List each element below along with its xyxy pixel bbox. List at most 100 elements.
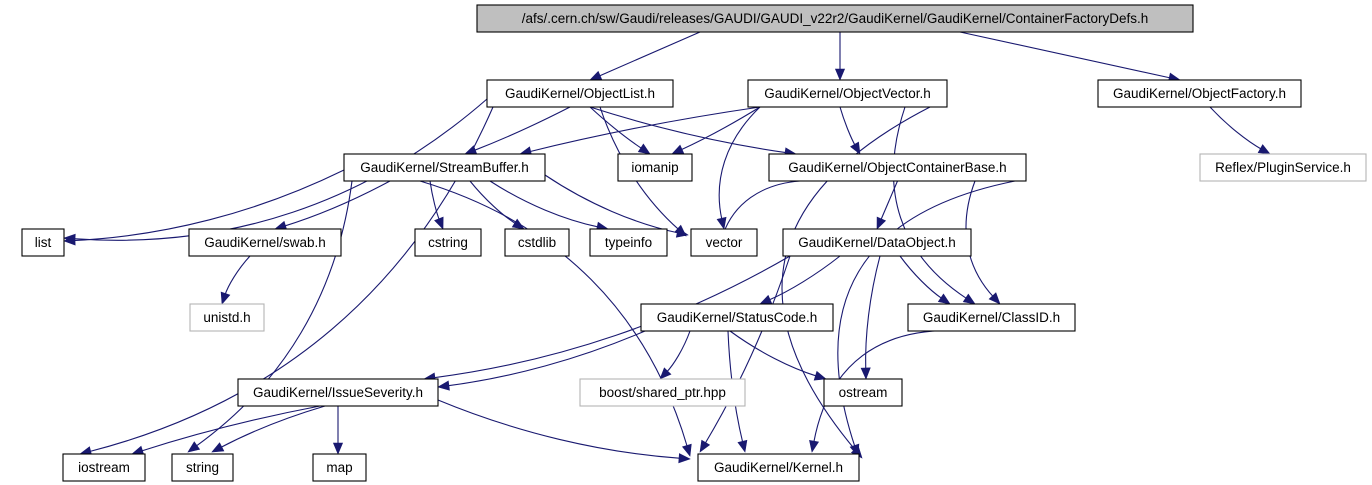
node-label: GaudiKernel/ObjectContainerBase.h: [788, 160, 1006, 175]
node-box[interactable]: [768, 153, 1027, 182]
dependency-edge: [283, 180, 391, 227]
graph-node-unistd[interactable]: unistd.h: [189, 303, 265, 332]
dependency-edge: [220, 405, 326, 449]
node-box[interactable]: [823, 378, 903, 407]
graph-node-list[interactable]: list: [21, 228, 65, 257]
graph-node-streambuffer[interactable]: GaudiKernel/StreamBuffer.h: [343, 153, 546, 182]
graph-node-root[interactable]: /afs/.cern.ch/sw/Gaudi/releases/GAUDI/GA…: [476, 4, 1194, 33]
node-label: map: [326, 460, 352, 475]
node-label: vector: [706, 235, 743, 250]
node-box[interactable]: [697, 453, 860, 482]
dependency-edge: [666, 330, 691, 373]
graph-node-objectcontainerbase[interactable]: GaudiKernel/ObjectContainerBase.h: [768, 153, 1027, 182]
dependency-arrowhead: [681, 443, 692, 457]
node-label: cstring: [428, 235, 468, 250]
graph-node-swab[interactable]: GaudiKernel/swab.h: [188, 228, 342, 257]
dependency-edge: [489, 180, 599, 228]
node-label: GaudiKernel/DataObject.h: [798, 235, 956, 250]
node-box[interactable]: [747, 79, 948, 108]
graph-node-ostream[interactable]: ostream: [823, 378, 903, 407]
graph-node-issueseverity[interactable]: GaudiKernel/IssueSeverity.h: [237, 378, 439, 407]
dependency-arrowhead: [678, 453, 691, 464]
dependency-edge: [880, 180, 899, 221]
node-box[interactable]: [62, 453, 146, 482]
dependency-arrowhead: [759, 294, 773, 305]
dependency-arrowhead: [659, 367, 672, 380]
node-label: string: [186, 460, 219, 475]
node-box[interactable]: [171, 453, 234, 482]
graph-node-kernel[interactable]: GaudiKernel/Kernel.h: [697, 453, 860, 482]
node-box[interactable]: [640, 303, 834, 332]
graph-node-statuscode[interactable]: GaudiKernel/StatusCode.h: [640, 303, 834, 332]
node-box[interactable]: [312, 453, 367, 482]
dependency-arrowhead: [675, 227, 689, 238]
node-label: GaudiKernel/IssueSeverity.h: [253, 385, 423, 400]
graph-node-objectvector[interactable]: GaudiKernel/ObjectVector.h: [747, 79, 948, 108]
dependency-arrowhead: [589, 70, 603, 81]
dependency-edge: [729, 330, 818, 377]
dependency-arrowhead: [962, 293, 976, 305]
node-label: boost/shared_ptr.hpp: [599, 385, 726, 400]
graph-node-dataobject[interactable]: GaudiKernel/DataObject.h: [782, 228, 972, 257]
dependency-arrowhead: [834, 68, 846, 81]
node-box[interactable]: [1097, 79, 1302, 108]
node-box[interactable]: [189, 303, 265, 332]
dependency-edge: [473, 106, 571, 152]
graph-node-string[interactable]: string: [171, 453, 234, 482]
node-label: GaudiKernel/StatusCode.h: [657, 310, 818, 325]
dependency-edge: [437, 399, 681, 459]
dependency-arrowhead: [809, 439, 820, 453]
node-box[interactable]: [343, 153, 546, 182]
dependency-arrowhead: [671, 144, 685, 155]
graph-node-iostream[interactable]: iostream: [62, 453, 146, 482]
dependency-arrowhead: [220, 291, 231, 305]
dependency-edge: [899, 255, 943, 300]
dependency-arrowhead: [860, 367, 871, 380]
graph-node-cstdlib[interactable]: cstdlib: [504, 228, 570, 257]
dependency-edge: [224, 255, 251, 296]
graph-node-typeinfo[interactable]: typeinfo: [589, 228, 668, 257]
node-label: ostream: [839, 385, 888, 400]
node-box[interactable]: [414, 228, 482, 257]
node-box[interactable]: [1199, 153, 1367, 182]
node-label: iomanip: [631, 160, 678, 175]
dependency-edge: [718, 106, 761, 220]
dependency-edge: [1209, 106, 1262, 150]
node-layer: /afs/.cern.ch/sw/Gaudi/releases/GAUDI/GA…: [21, 4, 1367, 482]
dependency-arrowhead: [849, 443, 860, 457]
node-box[interactable]: [237, 378, 439, 407]
node-box[interactable]: [486, 79, 674, 108]
dependency-edge: [469, 180, 517, 225]
graph-node-objectlist[interactable]: GaudiKernel/ObjectList.h: [486, 79, 674, 108]
dependency-arrowhead: [716, 216, 727, 230]
dependency-arrowhead: [737, 439, 748, 453]
graph-node-vector[interactable]: vector: [690, 228, 758, 257]
graph-node-classid[interactable]: GaudiKernel/ClassID.h: [907, 303, 1076, 332]
dependency-edge: [865, 255, 881, 370]
graph-node-iomanip[interactable]: iomanip: [617, 153, 693, 182]
dependency-edge: [722, 180, 801, 235]
node-box[interactable]: [782, 228, 972, 257]
node-box[interactable]: [617, 153, 693, 182]
graph-node-map[interactable]: map: [312, 453, 367, 482]
node-label: unistd.h: [203, 310, 250, 325]
dependency-arrowhead: [332, 442, 344, 455]
node-box[interactable]: [579, 378, 746, 407]
node-box[interactable]: [690, 228, 758, 257]
dependency-edge: [73, 98, 488, 241]
graph-node-pluginservice[interactable]: Reflex/PluginService.h: [1199, 153, 1367, 182]
node-box[interactable]: [21, 228, 65, 257]
dependency-arrowhead: [63, 235, 76, 246]
graph-node-sharedptr[interactable]: boost/shared_ptr.hpp: [579, 378, 746, 407]
node-box[interactable]: [589, 228, 668, 257]
dependency-edge: [680, 106, 761, 151]
dependency-edge: [589, 106, 643, 150]
node-label: GaudiKernel/ObjectVector.h: [764, 86, 931, 101]
node-box[interactable]: [907, 303, 1076, 332]
node-box[interactable]: [188, 228, 342, 257]
dependency-edge: [433, 255, 791, 379]
graph-node-objectfactory[interactable]: GaudiKernel/ObjectFactory.h: [1097, 79, 1302, 108]
node-box[interactable]: [476, 4, 1194, 33]
graph-node-cstring[interactable]: cstring: [414, 228, 482, 257]
node-box[interactable]: [504, 228, 570, 257]
